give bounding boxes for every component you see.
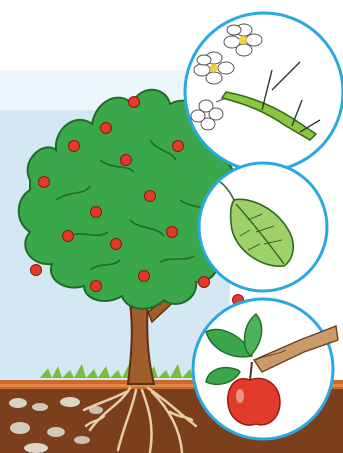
apple-dot <box>199 277 210 288</box>
leaf-callout <box>199 163 327 291</box>
apple-dot <box>111 239 122 250</box>
apple-dot <box>173 141 184 152</box>
apple-dot <box>39 177 50 188</box>
apple-dot <box>31 265 42 276</box>
apple-dot <box>91 281 102 292</box>
apple-dot <box>139 271 150 282</box>
apple-dot <box>63 231 74 242</box>
apple-dot <box>69 141 80 152</box>
apple-dot <box>91 207 102 218</box>
apple-dot <box>167 227 178 238</box>
apple-dot <box>101 123 112 134</box>
apple-dot <box>129 97 140 108</box>
apple-dot <box>121 155 132 166</box>
apple-dot <box>145 191 156 202</box>
flowers-callout <box>185 13 343 171</box>
